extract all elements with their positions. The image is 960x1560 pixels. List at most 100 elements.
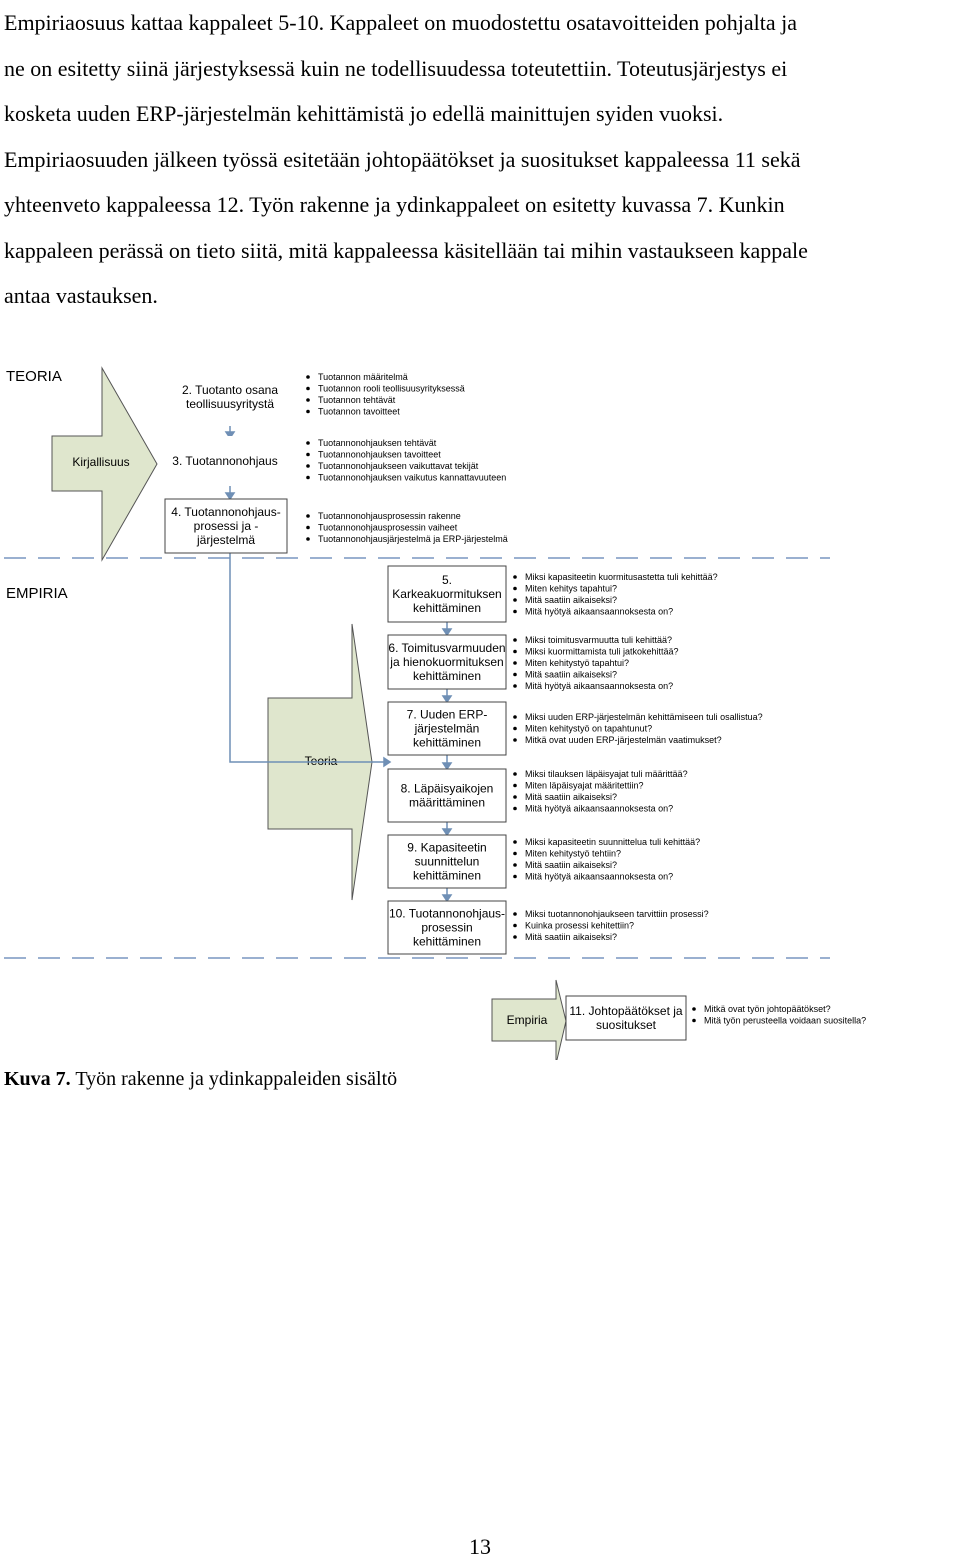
- figure-caption: Kuva 7. Työn rakenne ja ydinkappaleiden …: [4, 1068, 397, 1091]
- bullet-dot: [306, 464, 310, 468]
- bullet-item: Mitä hyötyä aikaansaannoksesta on?: [525, 804, 673, 814]
- bullet-item: Mitä hyötyä aikaansaannoksesta on?: [525, 607, 673, 617]
- bullet-dot: [513, 649, 517, 654]
- structure-diagram: TEORIA EMPIRIA Kirjallisuus Teoria Empir…: [4, 366, 866, 1060]
- chapter-box-title-line: kehittäminen: [413, 869, 481, 883]
- chapter-box-title-line: 11. Johtopäätökset ja: [569, 1004, 683, 1018]
- chapter-box-title-line: 7. Uuden ERP-: [407, 708, 488, 722]
- intro-line: yhteenveto kappaleessa 12. Työn rakenne …: [4, 192, 785, 217]
- bullet-dot: [513, 609, 517, 614]
- bullet-dot: [513, 923, 517, 928]
- bullet-item: Miten kehitystyö tapahtui?: [525, 658, 629, 668]
- caption-text: Työn rakenne ja ydinkappaleiden sisältö: [70, 1068, 398, 1090]
- bullet-dot: [692, 1018, 696, 1023]
- chapter-box-frame: [387, 634, 507, 690]
- chapter-box-title-line: kehittäminen: [413, 669, 481, 683]
- bullet-dot: [692, 1007, 696, 1011]
- chapter-box-title-line: Karkeakuormituksen: [392, 587, 501, 601]
- chapter-box-frame: [387, 701, 507, 756]
- kirjallisuus-arrow: [51, 366, 158, 562]
- bullet-item: Miksi tuotannonohjaukseen tarvittiin pro…: [525, 909, 709, 919]
- intro-line: kappaleen perässä on tieto siitä, mitä k…: [4, 237, 808, 263]
- chapter-box-title-line: järjestelmä: [196, 533, 255, 547]
- bullet-item: Tuotannonohjausjärjestelmä ja ERP-järjes…: [318, 534, 508, 544]
- bullet-dot: [513, 586, 517, 591]
- chapter-box-frame: [387, 768, 507, 823]
- bullet-item: Tuotannonohjaukseen vaikuttavat tekijät: [318, 461, 479, 471]
- chapter-box-title-line: ja hienokuormituksen: [389, 655, 503, 669]
- bullet-item: Miten kehitystyö on tapahtunut?: [525, 724, 652, 734]
- chapter-boxes: 2. Tuotanto osanateollisuusyritystäTuota…: [164, 368, 866, 1041]
- bullet-dot: [513, 672, 517, 677]
- bullet-item: Mitä saatiin aikaiseksi?: [525, 860, 617, 870]
- bullet-item: Tuotannonohjausprosessin vaiheet: [318, 523, 458, 533]
- bullet-dot: [513, 738, 517, 742]
- empiria-arrow: [491, 979, 567, 1060]
- bullet-dot: [513, 684, 517, 688]
- bullet-dot: [513, 840, 517, 844]
- section-label-empiria: EMPIRIA: [6, 585, 68, 602]
- bullet-dot: [306, 514, 310, 518]
- intro-line: kosketa uuden ERP-järjestelmän kehittämi…: [4, 101, 724, 126]
- bullet-dot: [513, 638, 517, 642]
- bullet-item: Mitä saatiin aikaiseksi?: [525, 792, 617, 802]
- intro-paragraph: Empiriaosuus kattaa kappaleet 5-10. Kapp…: [4, 0, 956, 319]
- bullet-item: Mitä saatiin aikaiseksi?: [525, 670, 617, 680]
- bullet-dot: [513, 912, 517, 916]
- bullet-dot: [306, 375, 310, 379]
- chapter-box-title-line: teollisuusyritystä: [186, 397, 274, 411]
- bullet-dot: [513, 935, 517, 939]
- bullet-item: Tuotannonohjauksen tavoitteet: [318, 450, 441, 460]
- chapter-box-frame: [164, 498, 288, 554]
- bullet-dot: [306, 525, 310, 530]
- chapter-box-10: 10. Tuotannonohjaus-prosessinkehittämine…: [387, 900, 709, 955]
- intro-line: Empiriaosuus kattaa kappaleet 5-10. Kapp…: [4, 10, 797, 35]
- chapter-box-title-line: 10. Tuotannonohjaus-: [389, 907, 505, 921]
- chapter-box-title-line: kehittäminen: [413, 601, 481, 615]
- chapter-box-9: 9. KapasiteetinsuunnittelunkehittäminenM…: [387, 834, 700, 889]
- chapter-box-frame: [387, 834, 507, 889]
- bullet-item: Tuotannon määritelmä: [318, 372, 408, 382]
- bullet-item: Tuotannonohjausprosessin rakenne: [318, 511, 461, 521]
- bullet-dot: [306, 452, 310, 457]
- intro-line: antaa vastauksen.: [4, 283, 158, 308]
- bullet-item: Tuotannonohjauksen vaikutus kannattavuut…: [318, 473, 506, 483]
- page-number: 13: [469, 1534, 491, 1559]
- bullet-item: Miten kehitystyö tehtiin?: [525, 849, 621, 859]
- chapter-box-frame: [387, 900, 507, 955]
- bullet-dot: [306, 537, 310, 541]
- bullet-item: Miten kehitys tapahtui?: [525, 584, 617, 594]
- bullet-item: Kuinka prosessi kehitettiin?: [525, 921, 634, 931]
- section-label-teoria: TEORIA: [6, 368, 62, 385]
- bullet-item: Mitä hyötyä aikaansaannoksesta on?: [525, 681, 673, 691]
- chapter-box-title-line: 8. Läpäisyaikojen: [401, 782, 494, 796]
- bullet-dot: [513, 851, 517, 856]
- bullet-dot: [513, 772, 517, 776]
- bullet-dot: [513, 726, 517, 731]
- chapter-box-title-line: 6. Toimitusvarmuuden: [388, 641, 505, 655]
- bullet-item: Miksi tilauksen läpäisyajat tuli määritt…: [525, 769, 688, 779]
- chapter-box-4: 4. Tuotannonohjaus-prosessi ja -järjeste…: [164, 498, 508, 554]
- bullet-dot: [306, 441, 310, 445]
- chapter-box-title-line: määrittäminen: [409, 796, 485, 810]
- bullet-item: Mitkä ovat uuden ERP-järjestelmän vaatim…: [525, 735, 722, 745]
- chapter-box-title-line: 5.: [442, 573, 452, 587]
- chapter-box-frame: [165, 436, 285, 486]
- bullet-dot: [306, 409, 310, 414]
- bullet-dot: [513, 863, 517, 867]
- chapter-box-title-line: 2. Tuotanto osana: [182, 383, 278, 397]
- bullet-dot: [513, 806, 517, 811]
- connectors: [224, 426, 453, 903]
- bullet-dot: [513, 598, 517, 602]
- bullet-item: Tuotannon rooli teollisuusyrityksessä: [318, 384, 465, 394]
- chapter-box-frame: [387, 565, 507, 623]
- bullet-item: Miksi kapasiteetin kuormitusastetta tuli…: [525, 572, 718, 582]
- chapter-box-7: 7. Uuden ERP-järjestelmänkehittäminenMik…: [387, 701, 763, 756]
- bullet-dot: [513, 783, 517, 788]
- bullet-dot: [513, 715, 517, 719]
